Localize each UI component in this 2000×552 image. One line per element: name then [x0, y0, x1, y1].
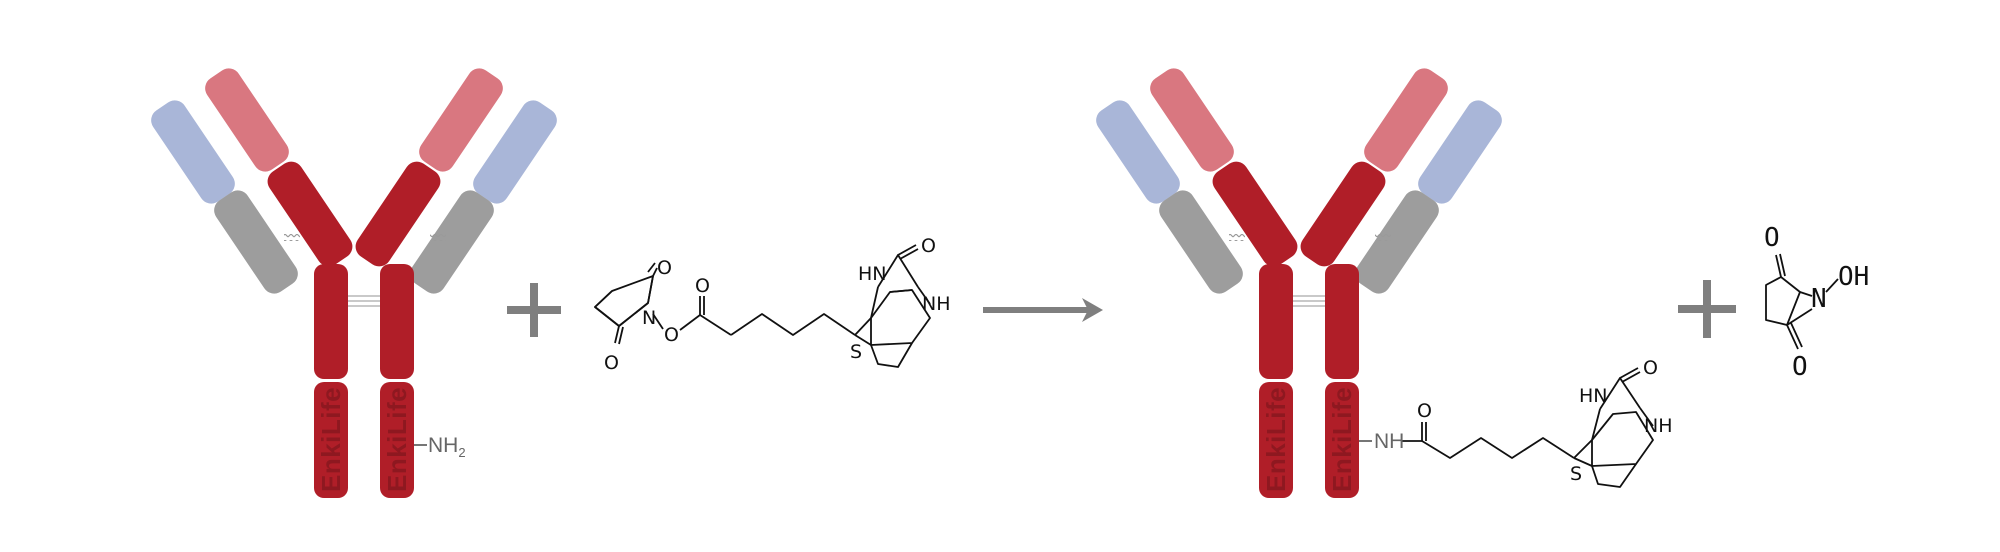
atom-nh-amide: NH — [1374, 430, 1404, 453]
heavy-chain-ch1-left-arm — [1212, 161, 1298, 267]
light-chain-variable-right-arm — [473, 100, 557, 204]
atom-o-carbonyl-top: O — [657, 257, 672, 279]
heavy-chain-variable-left-arm — [205, 68, 289, 172]
heavy-chain-variable-right-arm — [419, 68, 503, 172]
atom-o-urea: O — [921, 235, 936, 257]
atom-n-nhs: N — [1811, 284, 1827, 314]
brand-watermark-left-chain: EnkiLife — [316, 387, 346, 492]
heavy-chain-variable-left-arm — [1150, 68, 1234, 172]
brand-watermark-left-chain: EnkiLife — [1261, 387, 1291, 492]
hinge-disulfide-bonds — [1293, 295, 1325, 307]
heavy-chain-ch1-right-arm — [1300, 161, 1386, 267]
heavy-chain-variable-right-arm — [1364, 68, 1448, 172]
light-chain-constant-left-arm — [1159, 190, 1243, 294]
atom-o-ester: O — [664, 324, 679, 346]
atom-o-urea-conjugate: O — [1643, 357, 1658, 379]
heavy-chain-fc-lower-right — [380, 382, 414, 498]
brand-watermark-right-chain: EnkiLife — [382, 387, 412, 492]
nhs-biotin-reagent: O N O O O HN O NH S — [594, 235, 951, 374]
atom-o-nhs-top: O — [1764, 223, 1780, 253]
conjugated-biotin: NH O HN O NH S — [1359, 357, 1673, 488]
light-chain-constant-right-arm — [410, 190, 494, 294]
heavy-chain-fc-upper-left — [1259, 264, 1293, 379]
light-heavy-disulfide-right — [1375, 234, 1391, 241]
light-chain-variable-left-arm — [151, 100, 235, 204]
amine-label: NH — [428, 434, 458, 457]
heavy-chain-fc-upper-right — [380, 264, 414, 379]
light-heavy-disulfide-left — [1229, 234, 1245, 241]
atom-nh-urea-conjugate: NH — [1644, 415, 1673, 437]
hinge-disulfide-bonds — [348, 295, 380, 307]
light-heavy-disulfide-left — [284, 234, 300, 241]
reaction-arrow — [983, 298, 1103, 322]
atom-s-thiophane-conjugate: S — [1570, 463, 1582, 485]
light-heavy-disulfide-right — [430, 234, 446, 241]
light-chain-constant-left-arm — [214, 190, 298, 294]
brand-watermark-right-chain: EnkiLife — [1327, 387, 1357, 492]
atom-o-ester-carbonyl: O — [695, 275, 710, 297]
heavy-chain-fc-upper-left — [314, 264, 348, 379]
plus-sign-1 — [507, 283, 561, 337]
heavy-chain-fc-lower-right — [1325, 382, 1359, 498]
heavy-chain-fc-upper-right — [1325, 264, 1359, 379]
atom-o-nhs-bottom: O — [1792, 352, 1808, 382]
light-chain-constant-right-arm — [1355, 190, 1439, 294]
svg-text:NH2: NH2 — [428, 434, 466, 460]
atom-hn-urea-conjugate: HN — [1579, 385, 1608, 407]
antibody-right: EnkiLife EnkiLife — [1096, 68, 1502, 498]
light-chain-variable-left-arm — [1096, 100, 1180, 204]
plus-sign-2 — [1678, 280, 1736, 338]
heavy-chain-fc-lower-left — [314, 382, 348, 498]
n-hydroxysuccinimide-byproduct: O N OH O — [1764, 223, 1869, 382]
atom-nh-urea: NH — [922, 293, 951, 315]
antibody-left: EnkiLife EnkiLife NH2 — [151, 68, 557, 498]
atom-oh-nhs: OH — [1838, 262, 1869, 292]
atom-n-succinimide: N — [642, 307, 656, 329]
heavy-chain-ch1-left-arm — [267, 161, 353, 267]
atom-hn-urea: HN — [858, 263, 887, 285]
light-chain-variable-right-arm — [1418, 100, 1502, 204]
atom-o-carbonyl-bottom: O — [604, 352, 619, 374]
atom-o-amide-carbonyl: O — [1417, 400, 1432, 422]
amine-subscript: 2 — [458, 445, 465, 460]
atom-s-thiophane: S — [850, 341, 862, 363]
heavy-chain-ch1-right-arm — [355, 161, 441, 267]
heavy-chain-fc-lower-left — [1259, 382, 1293, 498]
